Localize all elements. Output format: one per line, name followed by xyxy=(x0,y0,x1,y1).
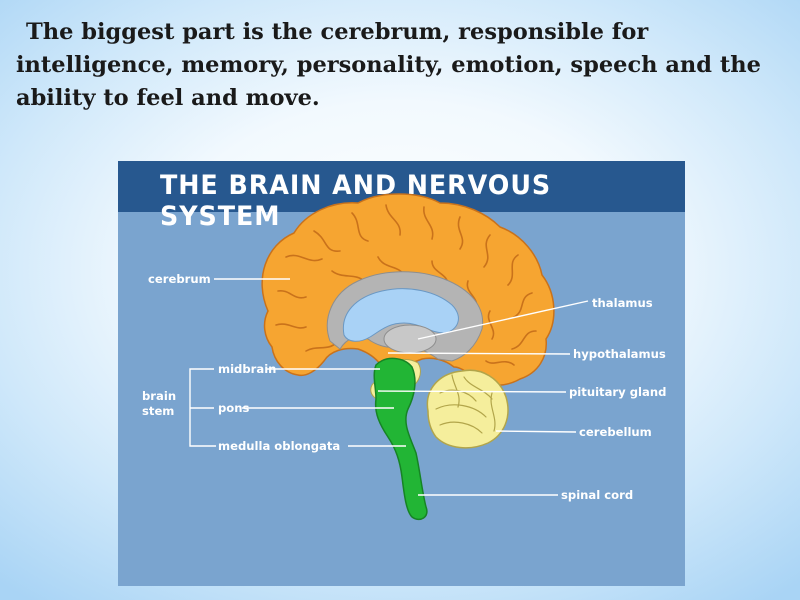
label-brain-stem-line1: brain xyxy=(142,389,176,403)
brain-stem xyxy=(373,357,428,521)
label-midbrain: midbrain xyxy=(218,362,276,376)
label-hypothalamus: hypothalamus xyxy=(573,347,666,361)
slide-caption: The biggest part is the cerebrum, respon… xyxy=(16,19,761,111)
brain-diagram: The Brain and Nervous System xyxy=(118,161,685,586)
brain-illustration: cerebrum thalamus hypothalamus pituitary… xyxy=(142,193,666,521)
label-cerebrum: cerebrum xyxy=(148,272,211,286)
cerebellum xyxy=(426,369,509,449)
label-pituitary-gland: pituitary gland xyxy=(569,385,666,399)
diagram-title: The Brain and Nervous System xyxy=(160,170,552,232)
label-thalamus: thalamus xyxy=(592,296,653,310)
label-spinal-cord: spinal cord xyxy=(561,488,633,502)
label-leaders xyxy=(189,278,589,496)
label-medulla-oblongata: medulla oblongata xyxy=(218,439,340,453)
thalamus-shape xyxy=(383,324,437,354)
label-pons: pons xyxy=(218,401,250,415)
label-brain-stem-line2: stem xyxy=(142,404,174,418)
label-cerebellum: cerebellum xyxy=(579,425,652,439)
